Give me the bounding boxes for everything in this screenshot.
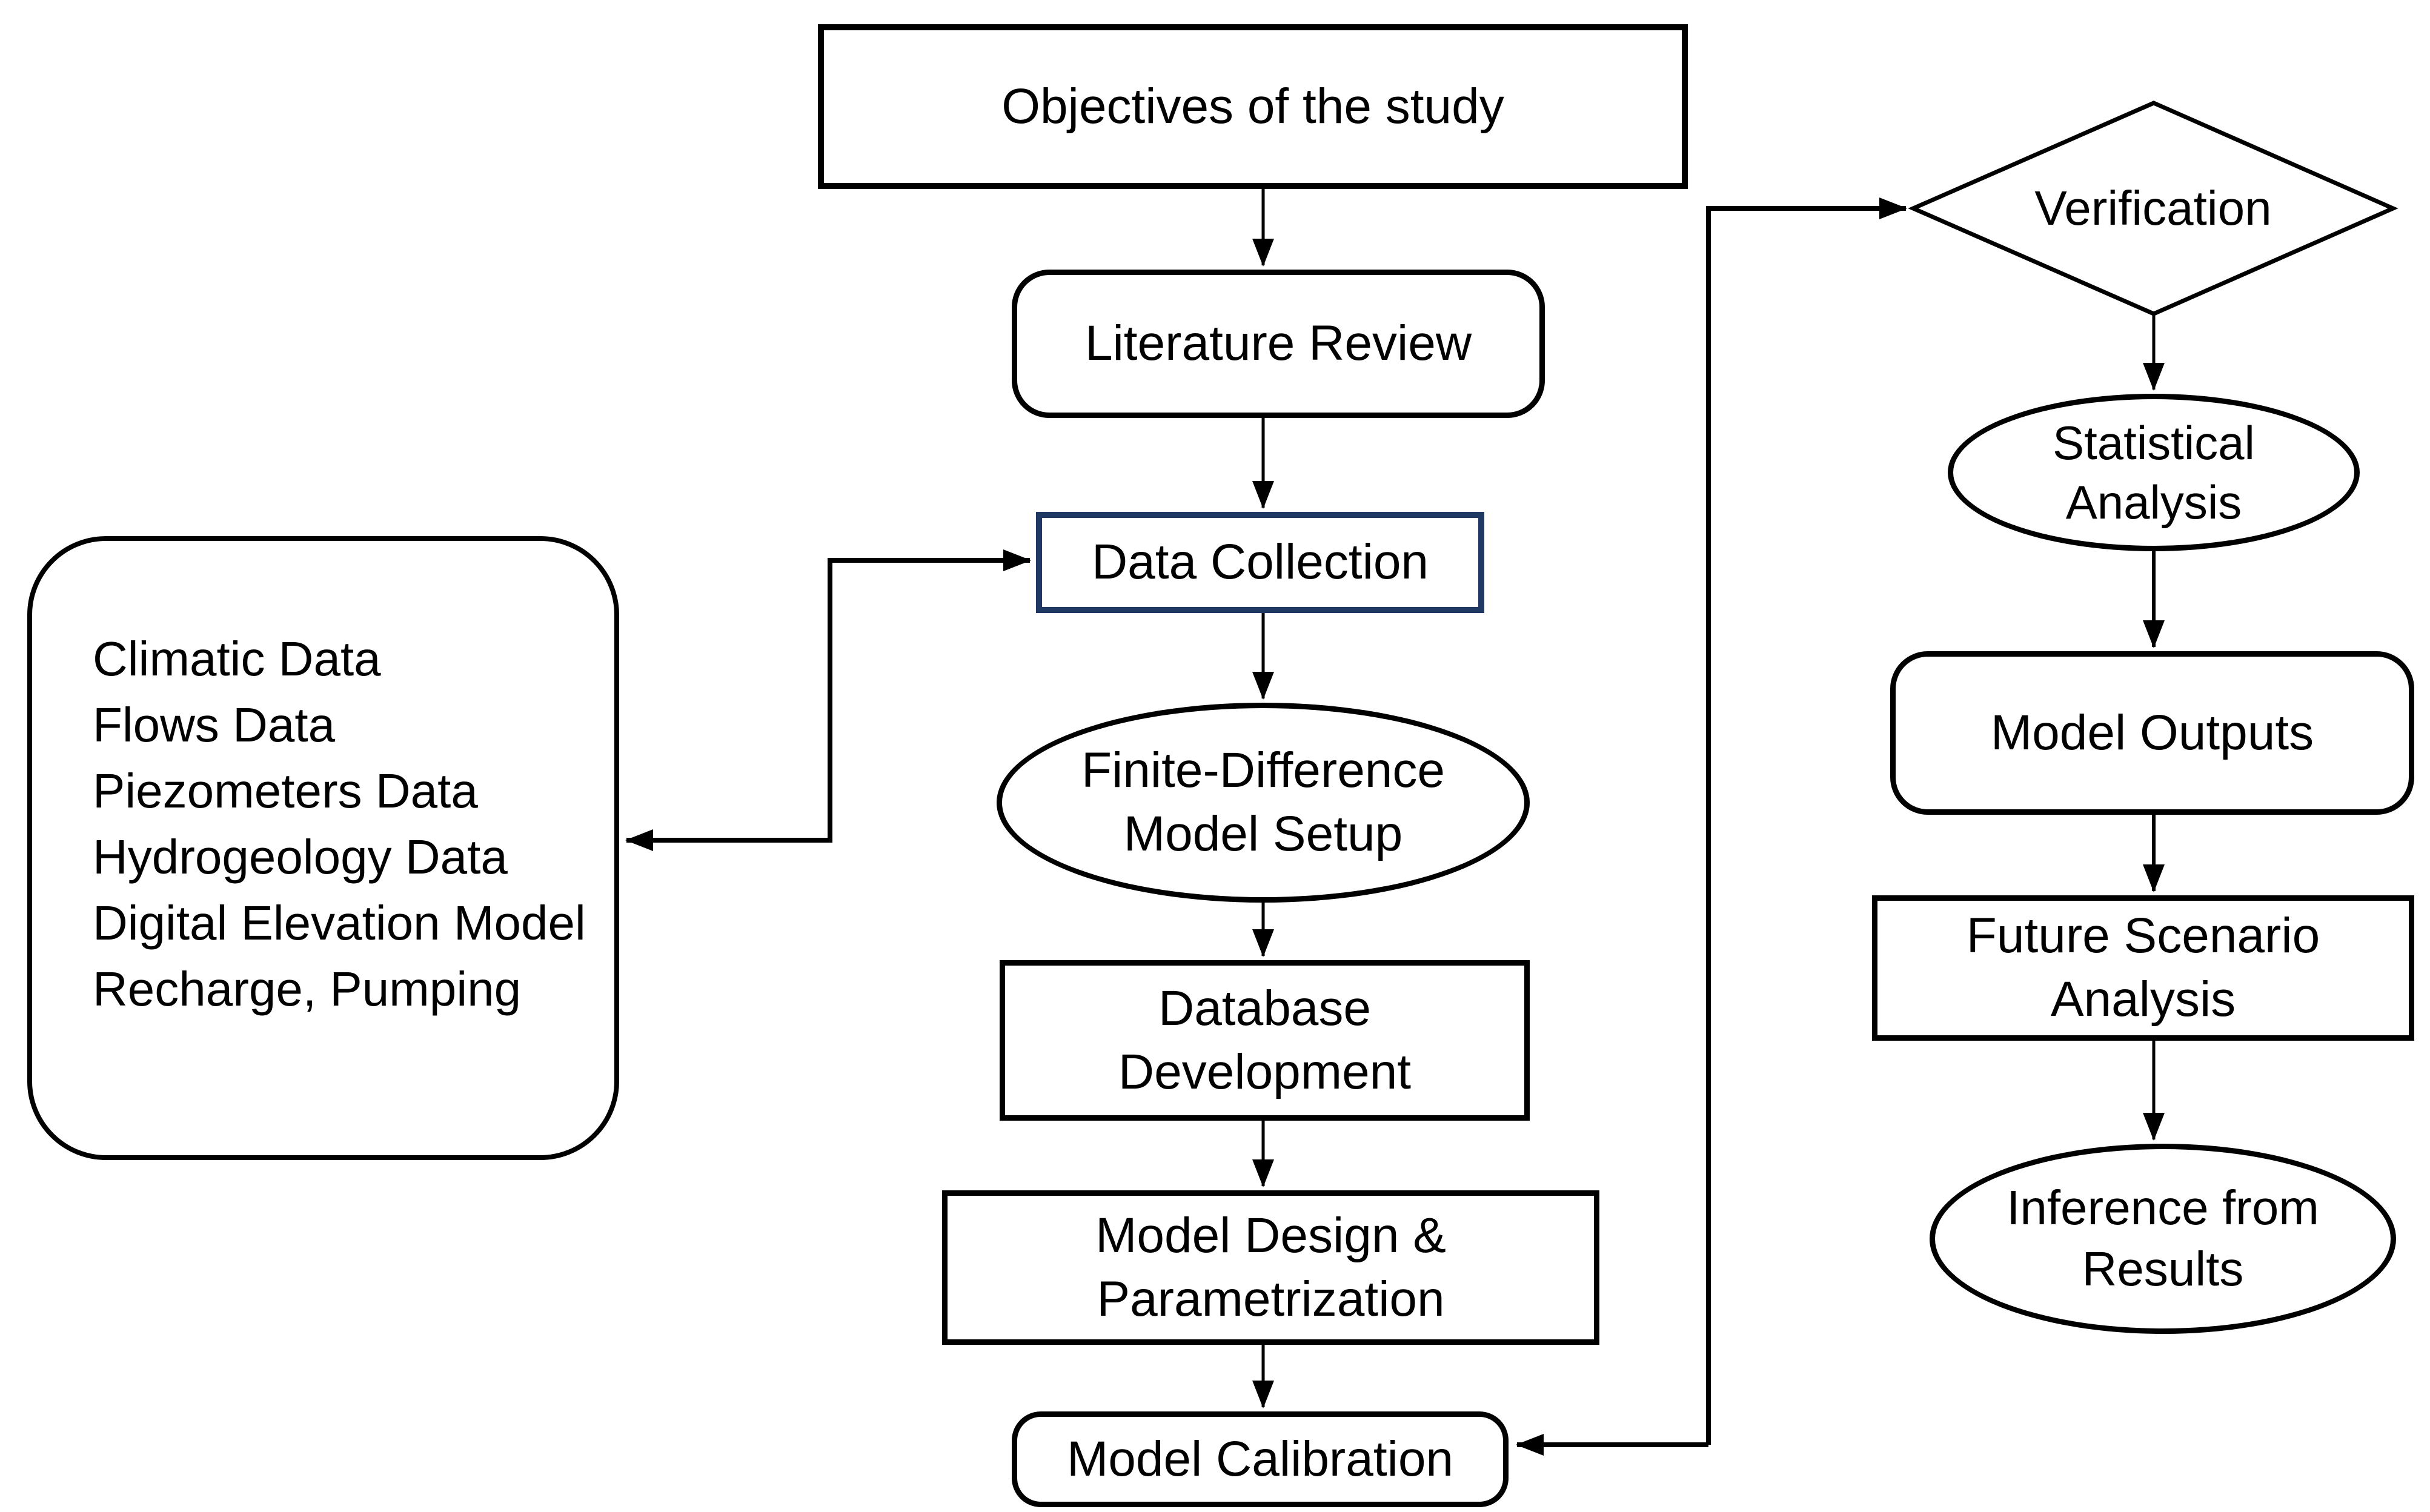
node-statistical-analysis: Statistical Analysis (1948, 394, 2360, 551)
input-data-box: Climatic Data Flows Data Piezometers Dat… (27, 536, 619, 1160)
node-database-line2: Development (1118, 1044, 1412, 1099)
node-database-line1: Database (1158, 980, 1372, 1036)
node-verification: Verification (1913, 103, 2393, 314)
node-inference-line2: Results (2082, 1242, 2244, 1296)
arrow-calibration-to-verification (1706, 197, 1907, 1445)
node-statistical-line2: Analysis (2065, 476, 2242, 529)
node-fd-setup-line2: Model Setup (1123, 806, 1403, 861)
verification-diamond-shape (1908, 101, 2398, 316)
node-inference-line1: Inference from (2007, 1181, 2319, 1235)
input-data-item-recharge-pumping: Recharge, Pumping (93, 962, 522, 1016)
node-model-outputs: Model Outputs (1890, 651, 2414, 815)
node-model-design-parametrization: Model Design & Parametrization (942, 1190, 1599, 1345)
node-data-collection-label: Data Collection (1091, 534, 1429, 590)
input-data-item-piezometers: Piezometers Data (93, 764, 478, 818)
node-finite-difference-model-setup: Finite-Difference Model Setup (997, 703, 1530, 903)
node-future-scenario-line2: Analysis (2050, 972, 2236, 1027)
input-data-item-climatic: Climatic Data (93, 632, 381, 686)
node-verification-label: Verification (2034, 181, 2272, 235)
node-objectives: Objectives of the study (818, 24, 1688, 189)
node-database-development: Database Development (1000, 960, 1530, 1121)
node-data-collection: Data Collection (1036, 512, 1484, 613)
node-literature-review: Literature Review (1012, 270, 1545, 418)
node-literature-review-label: Literature Review (1084, 316, 1472, 371)
node-model-calibration: Model Calibration (1012, 1411, 1509, 1507)
input-data-item-flows: Flows Data (93, 698, 336, 752)
node-future-scenario-analysis: Future Scenario Analysis (1872, 895, 2414, 1041)
node-future-scenario-line1: Future Scenario (1966, 908, 2320, 964)
node-fd-setup-line1: Finite-Difference (1081, 743, 1446, 798)
input-data-item-dem: Digital Elevation Model (93, 896, 586, 950)
node-model-outputs-label: Model Outputs (1990, 705, 2314, 760)
arrow-input-data-to-data-collection (828, 549, 1031, 843)
node-inference-from-results: Inference from Results (1930, 1144, 2396, 1334)
input-data-item-hydrogeology: Hydrogeology Data (93, 830, 508, 884)
node-model-design-line1: Model Design & (1095, 1207, 1446, 1263)
node-model-design-line2: Parametrization (1097, 1271, 1445, 1327)
node-statistical-line1: Statistical (2053, 416, 2255, 469)
node-model-calibration-label: Model Calibration (1066, 1431, 1454, 1487)
node-objectives-label: Objectives of the study (1001, 78, 1504, 134)
